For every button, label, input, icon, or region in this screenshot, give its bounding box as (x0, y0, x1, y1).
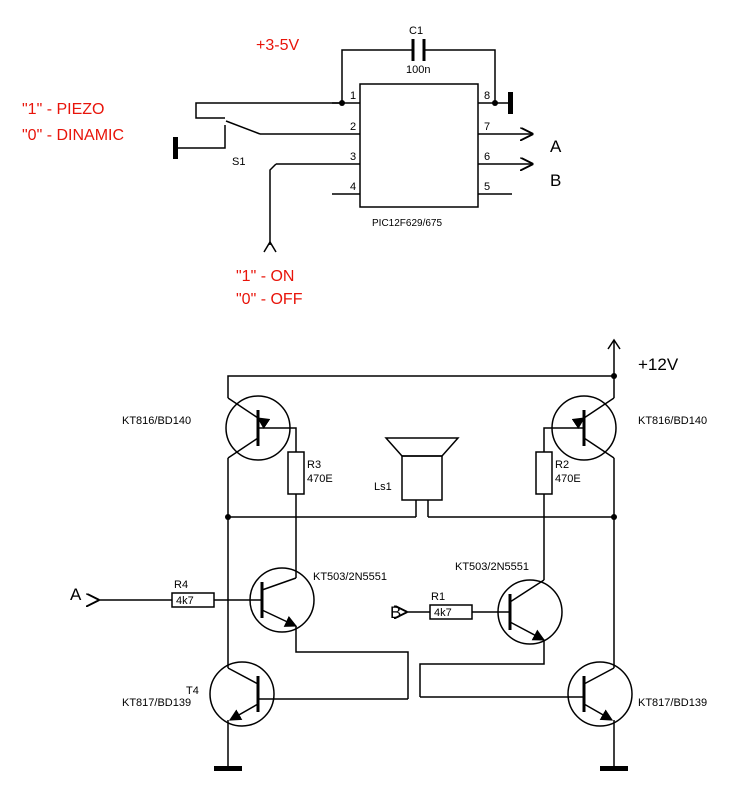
h-bridge-circuit: +12V KT816/BD140 KT816/BD140 R3 470E R2 … (70, 338, 707, 771)
q-mid-left-label: KT503/2N5551 (313, 571, 387, 583)
output-a-label: A (550, 137, 562, 156)
q-top-left-base-wire (258, 427, 297, 452)
mode-0-label: "0" - DINAMIC (22, 127, 124, 144)
r3-ref: R3 (307, 459, 321, 471)
supply-arrow (607, 338, 621, 350)
r2-value: 470E (555, 473, 581, 485)
ground-symbol (600, 766, 628, 771)
q-mid-right-emitter (509, 621, 546, 641)
q-top-left-emitter (227, 397, 271, 429)
q-mid-left-collector (261, 577, 297, 591)
s1-wire-ground (178, 125, 226, 149)
q-top-right-emitter (571, 397, 615, 429)
pin-6-number: 6 (484, 151, 490, 163)
c1-wire-right (425, 49, 496, 103)
pin-3-input-wire (269, 163, 277, 245)
t4-label: T4 (186, 685, 199, 697)
mcu-circuit: +3-5V "1" - PIEZO "0" - DINAMIC PIC12F62… (22, 25, 562, 308)
junction (611, 373, 617, 379)
r3-resistor (287, 451, 305, 495)
mcu-chip (359, 83, 479, 208)
q-mid-left-emitter (261, 609, 298, 627)
q-mid-left-emitter-wire (295, 626, 409, 699)
c1-wire-left (341, 49, 412, 103)
c1-value: 100n (406, 64, 430, 76)
pin-5-number: 5 (484, 181, 490, 193)
pin-2-number: 2 (350, 121, 356, 133)
r2-ref: R2 (555, 459, 569, 471)
ground-symbol (508, 92, 513, 114)
speaker-coil (401, 455, 443, 501)
q-bottom-left (209, 661, 275, 727)
q-bottom-left-emitter (228, 703, 259, 721)
q-top-right-label: KT816/BD140 (638, 415, 707, 427)
r1-ref: R1 (431, 591, 445, 603)
q-top-left-collector (227, 437, 259, 459)
ground-symbol (173, 137, 178, 159)
speaker-label: Ls1 (374, 481, 392, 493)
q-mid-right-label: KT503/2N5551 (455, 561, 529, 573)
q-bottom-left-label: KT817/BD139 (122, 697, 191, 709)
input-arrow (263, 240, 277, 253)
pin-4-number: 4 (350, 181, 356, 193)
q-top-right-collector (583, 437, 615, 459)
q-top-right-base-wire (543, 427, 584, 452)
q-bottom-right-emitter (583, 703, 614, 721)
q-bottom-right (567, 661, 633, 727)
pin-7-number: 7 (484, 121, 490, 133)
junction (492, 100, 498, 106)
r4-ref: R4 (174, 579, 188, 591)
input-b-label: B (390, 603, 401, 622)
on-label: "1" - ON (236, 268, 294, 285)
pin-8-number: 8 (484, 90, 490, 102)
pin-3-number: 3 (350, 151, 356, 163)
mcu-chip-label: PIC12F629/675 (372, 218, 442, 229)
r4-value: 4k7 (176, 595, 194, 607)
r2-resistor (535, 451, 553, 495)
s1-wire-top (195, 102, 342, 119)
output-b-label: B (550, 171, 561, 190)
supply-rail (227, 375, 615, 398)
q-top-left-label: KT816/BD140 (122, 415, 191, 427)
s1-lever (225, 120, 261, 135)
speaker-cone (384, 437, 460, 457)
q-bottom-right-label: KT817/BD139 (638, 697, 707, 709)
r3-value: 470E (307, 473, 333, 485)
r1-value: 4k7 (434, 607, 452, 619)
bridge-supply-label: +12V (638, 355, 679, 374)
q-mid-right-emitter-wire (419, 640, 545, 697)
input-a-label: A (70, 585, 82, 604)
q-bottom-right-collector (583, 667, 615, 685)
q-bottom-left-collector (227, 667, 259, 685)
q-mid-right-collector (509, 579, 545, 603)
mcu-supply-label: +3-5V (256, 37, 299, 54)
s1-label: S1 (232, 156, 245, 168)
mode-1-label: "1" - PIEZO (22, 101, 104, 118)
off-label: "0" - OFF (236, 291, 303, 308)
pin-1-number: 1 (350, 90, 356, 102)
ground-symbol (214, 766, 242, 771)
c1-ref: C1 (409, 25, 423, 37)
